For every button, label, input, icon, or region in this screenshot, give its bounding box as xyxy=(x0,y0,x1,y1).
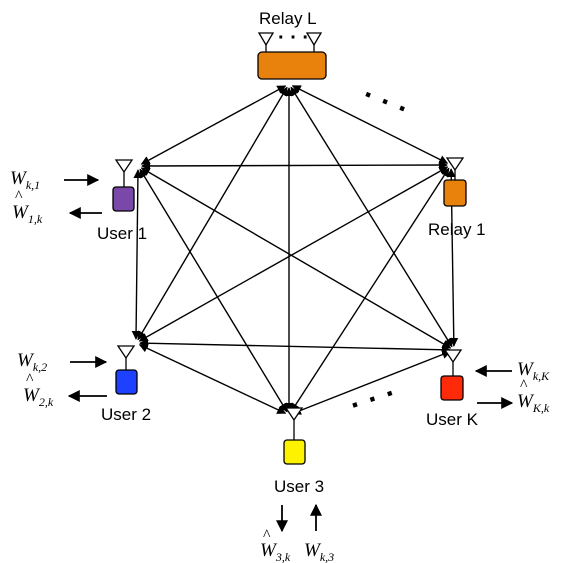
user-3-box xyxy=(283,439,306,465)
link-relay-1-user-1 xyxy=(141,160,448,171)
link-relay-1-user-3 xyxy=(290,167,450,413)
user-2-antenna xyxy=(116,345,136,370)
link-user-k-user-2 xyxy=(139,338,451,355)
user-1-antenna xyxy=(114,159,134,187)
link-relay-l-user-k xyxy=(290,86,453,348)
node-boxes xyxy=(112,51,467,465)
relay-l-antenna-dots: · · · xyxy=(278,27,309,49)
link-user-k-user-3 xyxy=(291,350,452,415)
user-3-antenna xyxy=(284,407,304,440)
network-links xyxy=(131,85,459,415)
relay-l-label: Relay L xyxy=(259,9,317,28)
user-k-antenna xyxy=(443,349,463,376)
signal-w-k1: Wk,1 xyxy=(10,168,40,192)
signal-hat-w-Kk-hat: ^ xyxy=(520,377,528,394)
signal-hat-w-3k-hat: ^ xyxy=(263,527,271,544)
antennas xyxy=(114,32,465,440)
relay-l-box xyxy=(257,51,327,80)
relay-1-box xyxy=(443,179,467,207)
user-2-label: User 2 xyxy=(101,405,151,424)
signal-w-k2: Wk,2 xyxy=(17,350,47,374)
link-user-3-user-1 xyxy=(139,168,288,413)
signal-hat-w-1k: W1,k xyxy=(12,202,43,226)
signal-arrows xyxy=(64,174,514,533)
user-1-label: User 1 xyxy=(97,224,147,243)
user-k-label: User K xyxy=(426,410,479,429)
link-user-k-user-1 xyxy=(140,167,452,349)
signal-w-kK: Wk,K xyxy=(517,359,550,383)
link-user-2-user-1 xyxy=(131,169,143,340)
signal-hat-w-2k: W2,k xyxy=(23,385,54,409)
relay-l-antenna-right xyxy=(305,32,323,52)
user-k-box xyxy=(440,375,464,401)
relay-l-antenna-left xyxy=(257,32,275,52)
link-user-3-user-2 xyxy=(138,344,287,414)
user-1-box xyxy=(112,186,135,212)
signal-hat-w-2k-hat: ^ xyxy=(26,371,34,388)
signal-hat-w-3k: W3,k xyxy=(260,540,291,563)
user-3-label: User 3 xyxy=(274,477,324,496)
user-2-box xyxy=(115,369,138,395)
relay-ellipsis: · · · xyxy=(358,78,414,126)
signal-w-k3: Wk,3 xyxy=(304,540,334,563)
user-ellipsis: · · · xyxy=(346,377,401,423)
signal-hat-w-1k-hat: ^ xyxy=(15,188,23,205)
relay-1-label: Relay 1 xyxy=(428,220,486,239)
signal-hat-w-Kk: WK,k xyxy=(517,391,550,415)
link-relay-l-user-1 xyxy=(140,85,287,165)
relay-1-antenna xyxy=(445,157,465,180)
